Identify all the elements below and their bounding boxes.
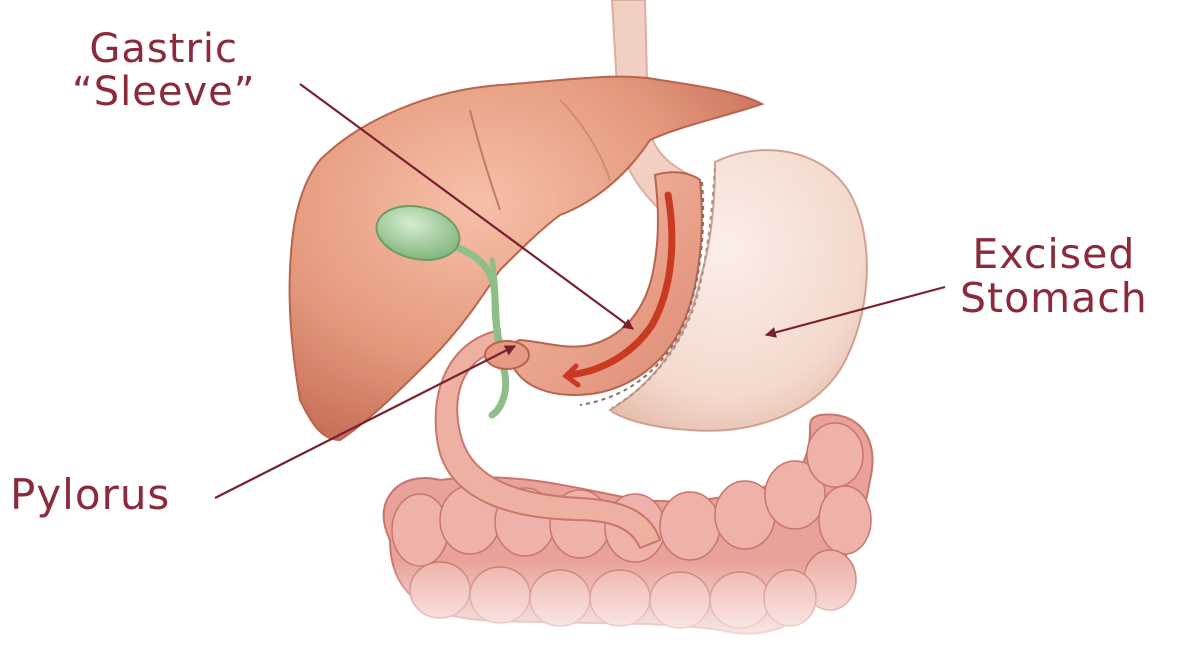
excised-stomach-label-line2: Stomach — [960, 276, 1148, 320]
bottom-fade — [360, 560, 920, 661]
excised-stomach-label-line1: Excised — [960, 232, 1148, 276]
pylorus-region — [485, 341, 529, 369]
gastric-sleeve-label: Gastric “Sleeve” — [72, 28, 255, 114]
gastric-sleeve-label-line1: Gastric — [72, 28, 255, 71]
pylorus-label: Pylorus — [10, 472, 170, 517]
excised-stomach-label: Excised Stomach — [960, 232, 1148, 321]
gastric-sleeve-label-line2: “Sleeve” — [72, 71, 255, 114]
